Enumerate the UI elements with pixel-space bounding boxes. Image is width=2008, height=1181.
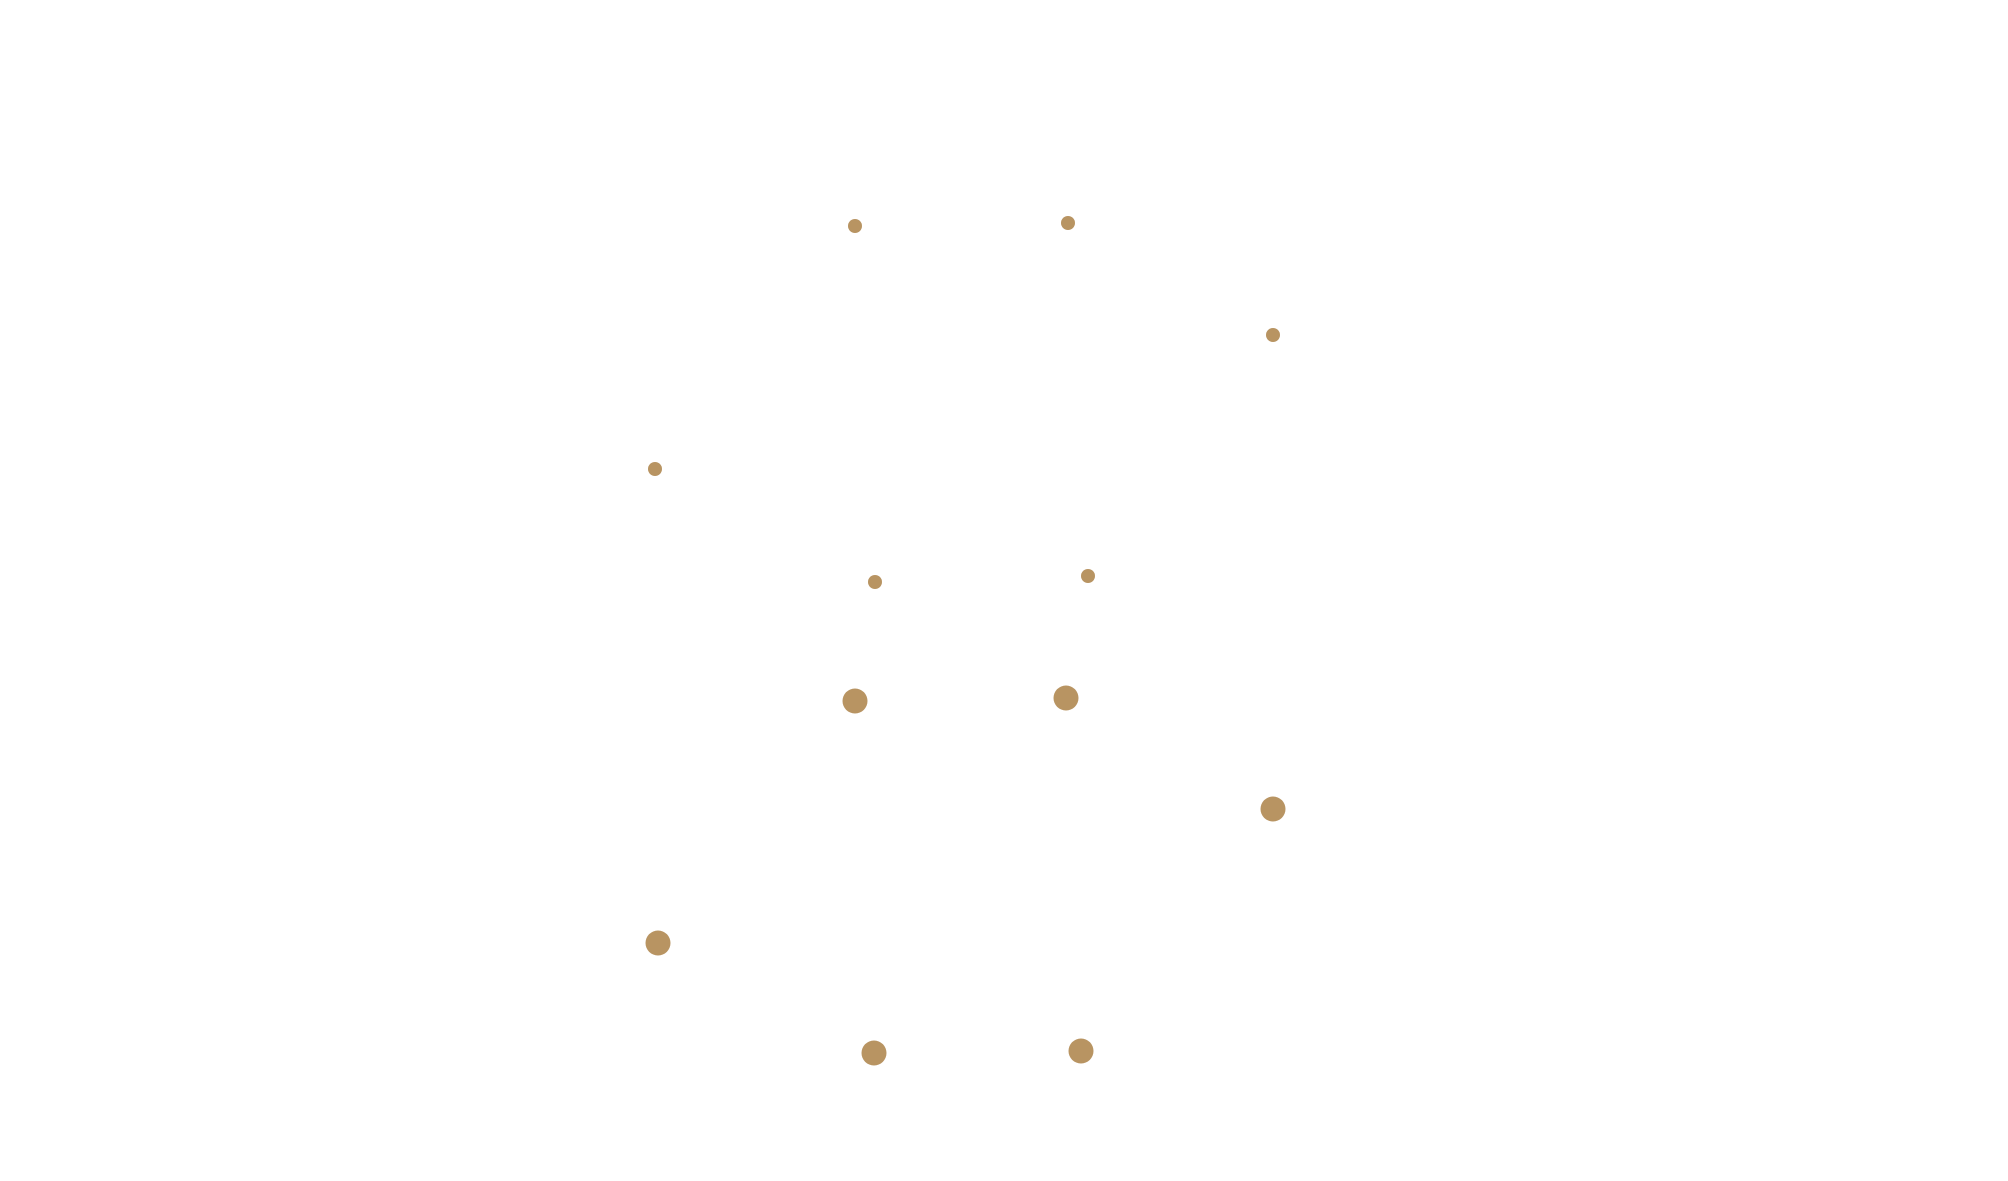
dot-large-6 xyxy=(1068,1038,1094,1064)
dot-small-1 xyxy=(848,219,862,233)
dot-small-3 xyxy=(1266,328,1280,342)
small-dots xyxy=(648,216,1280,589)
dot-small-6 xyxy=(1081,569,1095,583)
dot-large-1 xyxy=(842,688,868,714)
dot-small-2 xyxy=(1061,216,1075,230)
dot-large-4 xyxy=(645,930,671,956)
dot-small-4 xyxy=(648,462,662,476)
dot-small-5 xyxy=(868,575,882,589)
dot-large-3 xyxy=(1260,796,1286,822)
dot-large-2 xyxy=(1053,685,1079,711)
dots-group xyxy=(645,216,1286,1066)
large-dots xyxy=(645,685,1286,1066)
dot-large-5 xyxy=(861,1040,887,1066)
